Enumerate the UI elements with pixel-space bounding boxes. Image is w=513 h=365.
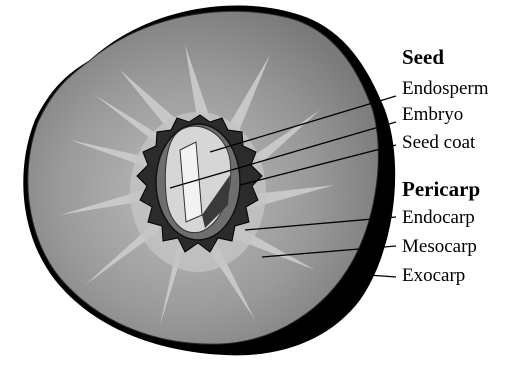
label-endosperm: Endosperm bbox=[402, 78, 489, 99]
label-seed-coat: Seed coat bbox=[402, 132, 476, 153]
seed-heading: Seed bbox=[402, 45, 444, 69]
pericarp-heading: Pericarp bbox=[402, 177, 480, 201]
label-endocarp: Endocarp bbox=[402, 207, 475, 228]
label-mesocarp: Mesocarp bbox=[402, 236, 477, 257]
label-embryo: Embryo bbox=[402, 104, 463, 125]
label-exocarp: Exocarp bbox=[402, 265, 465, 286]
